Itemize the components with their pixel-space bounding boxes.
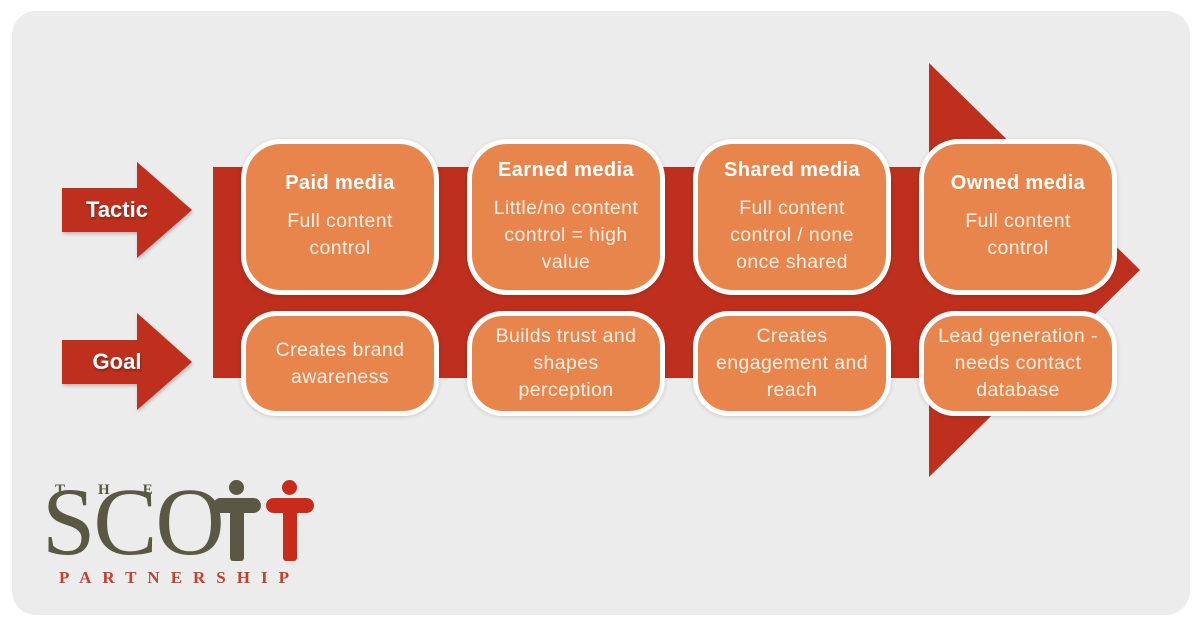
person-t-icon-olive (213, 480, 261, 563)
scott-partnership-logo: THE SCO PARTNERSHIP (42, 474, 342, 596)
box-description: Builds trust and shapes perception (495, 325, 637, 401)
person-head-dot (282, 480, 297, 495)
box-description: Full content control (287, 210, 393, 259)
goal-box-shared-media: Creates engagement and reach (693, 311, 891, 416)
tactic-box-owned-media: Owned media Full content control (919, 139, 1117, 295)
tactic-row-arrow (62, 162, 192, 258)
tactic-row-label: Tactic (86, 197, 148, 222)
box-description: Little/no content control = high value (493, 196, 639, 273)
main-flow-arrow (213, 63, 1140, 477)
box-title: Paid media (285, 172, 395, 194)
tactic-box-shared-media: Shared media Full content control / none… (693, 139, 891, 295)
tactic-box-earned-media: Earned media Little/no content control =… (467, 139, 665, 295)
goal-box-earned-media: Builds trust and shapes perception (467, 311, 665, 416)
box-description: Creates brand awareness (275, 338, 405, 388)
box-description: Lead generation - needs contact database (938, 325, 1098, 401)
goal-box-paid-media: Creates brand awareness (241, 311, 439, 416)
logo-scott-text: SCO (42, 468, 225, 575)
tactic-box-paid-media: Paid media Full content control (241, 139, 439, 295)
person-body-stem (230, 500, 244, 561)
goal-row-label: Goal (92, 349, 142, 374)
person-body-stem (283, 500, 297, 561)
box-description: Creates engagement and reach (716, 325, 868, 401)
person-head-dot (229, 480, 244, 495)
logo-the-text: THE (55, 482, 186, 498)
box-description: Full content control (965, 210, 1071, 259)
box-description: Full content control / none once shared (730, 196, 854, 273)
box-title: Shared media (724, 158, 860, 181)
box-title: Earned media (498, 158, 634, 181)
box-title: Owned media (950, 172, 1086, 194)
goal-box-owned-media: Lead generation - needs contact database (919, 311, 1117, 416)
person-t-icon-red (266, 480, 314, 563)
logo-partnership-text: PARTNERSHIP (59, 568, 300, 587)
goal-row-arrow (62, 313, 192, 410)
